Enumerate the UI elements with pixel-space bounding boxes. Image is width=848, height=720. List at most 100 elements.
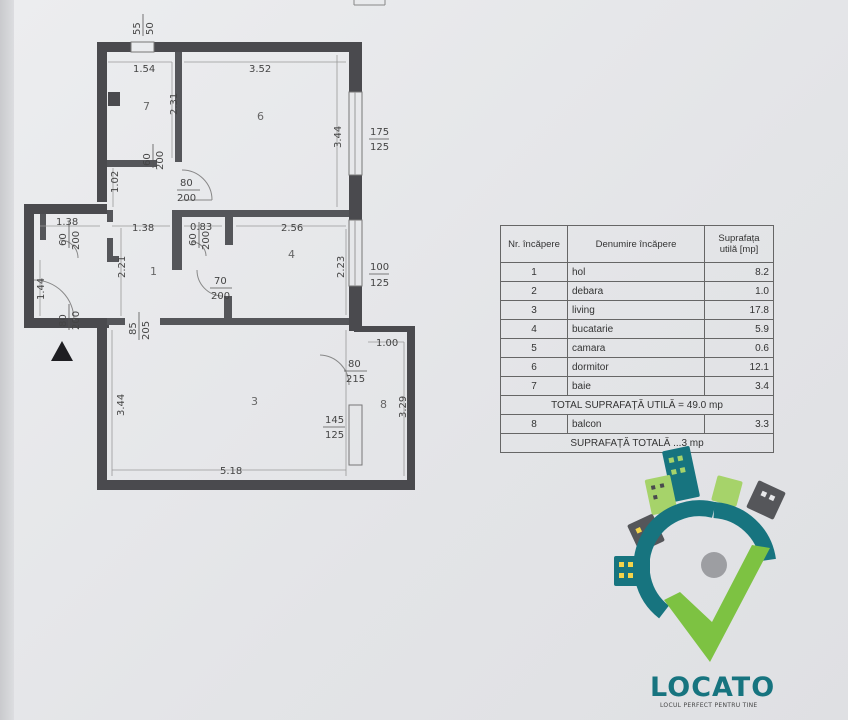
dim-r8-width: 1.00 xyxy=(376,338,398,349)
dim-r3-width: 5.18 xyxy=(220,466,242,477)
logo-wordmark: LOCATO xyxy=(650,672,776,703)
svg-text:125: 125 xyxy=(370,278,389,289)
opening-d5: 60 200 xyxy=(188,222,212,250)
table-total-row: SUPRAFAȚĂ TOTALĂ ...3 mp xyxy=(500,433,774,453)
door-6-swing xyxy=(181,169,213,201)
door-4-swing xyxy=(196,269,223,297)
opening-d6: 80 200 xyxy=(177,178,200,204)
dim-r6-width: 3.52 xyxy=(249,64,271,75)
svg-text:200: 200 xyxy=(71,311,82,330)
svg-text:70: 70 xyxy=(214,276,227,287)
opening-win6: 175 125 xyxy=(369,127,389,153)
room-number-8: 8 xyxy=(380,398,387,411)
wall-2-closet xyxy=(40,214,46,240)
wall-7-bottom xyxy=(107,160,157,167)
opening-d3: 85 205 xyxy=(128,312,152,340)
table-header-row: Nr. încăpere Denumire încăpere Suprafața… xyxy=(500,225,774,263)
wall-hall-stub2 xyxy=(107,238,113,262)
svg-text:200: 200 xyxy=(211,291,230,302)
svg-text:80: 80 xyxy=(58,314,69,327)
svg-text:80: 80 xyxy=(348,359,361,370)
table-row-balcon: 8 balcon 3.3 xyxy=(500,414,774,434)
room-number-4: 4 xyxy=(288,248,295,261)
room-number-7: 7 xyxy=(143,100,150,113)
wall-7-6 xyxy=(175,52,182,162)
opening-d4: 70 200 xyxy=(210,276,232,302)
door-swings xyxy=(33,169,350,386)
entrance-arrow-icon xyxy=(51,341,73,361)
pin-center-icon xyxy=(701,552,727,578)
svg-text:55: 55 xyxy=(132,22,143,35)
svg-text:200: 200 xyxy=(71,231,82,250)
header-area: Suprafața utilă [mp] xyxy=(704,225,774,263)
svg-text:125: 125 xyxy=(370,142,389,153)
room-area-table: Nr. încăpere Denumire încăpere Suprafața… xyxy=(500,225,774,453)
svg-text:200: 200 xyxy=(177,193,196,204)
wall-entry-left xyxy=(24,204,34,328)
svg-text:215: 215 xyxy=(346,374,365,385)
svg-text:200: 200 xyxy=(201,231,212,250)
door-5-swing xyxy=(191,241,207,257)
wall-3-top xyxy=(160,318,349,325)
paper-edge xyxy=(0,0,14,720)
header-name: Denumire încăpere xyxy=(567,225,705,263)
wall-6-bottom xyxy=(182,210,349,217)
wall-top-left xyxy=(97,42,131,52)
opening-entry: 80 200 xyxy=(58,304,82,330)
room-number-3: 3 xyxy=(251,395,258,408)
walls xyxy=(24,42,415,490)
door-2-swing xyxy=(59,239,79,259)
pin-arc-teal xyxy=(633,500,716,619)
svg-text:60: 60 xyxy=(58,233,69,246)
dim-r8-height: 3.29 xyxy=(398,396,409,418)
opening-top: 55 50 xyxy=(132,14,156,36)
svg-text:125: 125 xyxy=(325,430,344,441)
room-number-1: 1 xyxy=(150,265,157,278)
wall-5-4 xyxy=(225,210,233,245)
table-row: 4 bucatarie 5.9 xyxy=(500,319,774,339)
opening-win4: 100 125 xyxy=(369,262,389,289)
svg-text:175: 175 xyxy=(370,127,389,138)
window-top xyxy=(130,41,155,53)
window-3 xyxy=(348,404,363,466)
dim-r6-height: 3.44 xyxy=(333,126,344,148)
opening-d8: 80 215 xyxy=(344,359,367,385)
door-entry-swing xyxy=(33,279,75,321)
svg-text:50: 50 xyxy=(145,22,156,35)
dim-hall-left: 1.02 xyxy=(110,171,121,193)
dimension-lines xyxy=(39,55,405,476)
wall-hall-stub xyxy=(107,210,113,222)
dim-r4-height: 2.23 xyxy=(336,256,347,278)
wall-2-5 xyxy=(172,210,182,270)
dim-hall-height: 2.21 xyxy=(117,256,128,278)
dim-r2-width: 1.38 xyxy=(56,217,78,228)
dim-r5-width: 0.83 xyxy=(190,222,212,233)
header-nr: Nr. încăpere xyxy=(500,225,568,263)
bath-shaft xyxy=(108,92,120,106)
wall-top-right xyxy=(154,42,359,52)
interior-walls xyxy=(40,52,349,325)
svg-text:60: 60 xyxy=(188,233,199,246)
wall-right-top xyxy=(349,42,362,92)
wall-left-upper xyxy=(97,42,107,202)
wall-bottom xyxy=(97,480,415,490)
door-8-swing xyxy=(319,354,350,386)
svg-text:145: 145 xyxy=(325,415,344,426)
dim-r7-height: 2.31 xyxy=(169,93,180,115)
dim-r7-width: 1.54 xyxy=(133,64,155,75)
wall-hall-stub3 xyxy=(113,256,119,262)
svg-text:205: 205 xyxy=(141,321,152,340)
opening-win3: 145 125 xyxy=(323,415,345,441)
logo-tagline: LOCUL PERFECT PENTRU TINE xyxy=(660,702,758,709)
wall-right-mid xyxy=(349,175,362,220)
wall-right-lower xyxy=(349,286,362,331)
table-row: 2 debara 1.0 xyxy=(500,281,774,301)
dim-r3-height: 3.44 xyxy=(116,394,127,416)
table-row: 6 dormitor 12.1 xyxy=(500,357,774,377)
table-row: 5 camara 0.6 xyxy=(500,338,774,358)
svg-text:85: 85 xyxy=(128,322,139,335)
wall-left-lower xyxy=(97,318,107,490)
wall-balcony-top xyxy=(354,326,415,332)
